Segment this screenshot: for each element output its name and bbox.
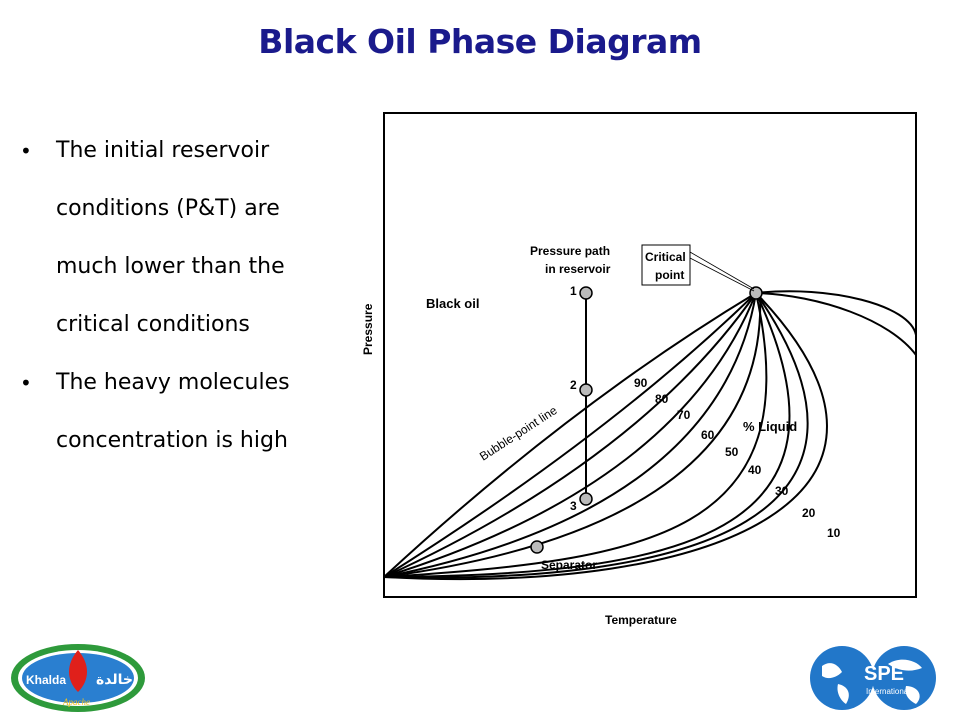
liquid-label: % Liquid (743, 419, 797, 434)
quality-line-40 (383, 292, 768, 578)
quality-curves (383, 290, 917, 581)
quality-label-70: 70 (677, 408, 691, 422)
critical-label-box (641, 244, 691, 286)
point-1-label: 1 (570, 284, 577, 298)
critical-point-marker (749, 286, 763, 300)
critical-label-line2: point (655, 268, 684, 282)
quality-line-60 (383, 292, 757, 578)
point-3-label: 3 (570, 499, 577, 513)
bubble-point-curve (383, 292, 757, 578)
quality-label-90: 90 (634, 376, 648, 390)
bullet-item: • The heavy molecules concentration is h… (18, 354, 338, 470)
bullet-dot-icon: • (20, 139, 32, 163)
quality-label-60: 60 (701, 428, 715, 442)
quality-line-50 (383, 292, 762, 578)
quality-label-10: 10 (827, 526, 841, 540)
khalda-logo: Khalda خالدة Apache (11, 644, 145, 712)
khalda-sub: Apache (62, 697, 90, 707)
khalda-text: Khalda (26, 673, 66, 687)
quality-line-80 (383, 292, 757, 578)
bullet-item: • The initial reservoir conditions (P&T)… (18, 122, 338, 354)
separator-label: Separator (541, 558, 597, 572)
quality-line-70 (383, 292, 757, 578)
spe-logo: SPE International (810, 646, 936, 710)
quality-line-20 (383, 292, 809, 579)
critical-pointer (689, 251, 755, 290)
globe-icon (872, 646, 936, 710)
globe-icon (810, 646, 874, 710)
path-label-line1: Pressure path (530, 244, 610, 258)
path-label-line2: in reservoir (545, 262, 611, 276)
point-2-marker (579, 383, 593, 397)
x-axis-label: Temperature (605, 613, 677, 627)
phase-diagram: Critical point Pressure path in reservoi… (361, 112, 917, 627)
spe-sub: International (866, 687, 910, 696)
quality-line-90 (383, 292, 757, 578)
quality-label-20: 20 (802, 506, 816, 520)
bullet-dot-icon: • (20, 371, 32, 395)
quality-label-50: 50 (725, 445, 739, 459)
point-3-marker (579, 492, 593, 506)
flame-icon (69, 650, 87, 692)
quality-line-10 (383, 292, 828, 581)
khalda-arabic: خالدة (96, 672, 133, 688)
bullet-text: The initial reservoir conditions (P&T) a… (56, 138, 285, 337)
spe-text: SPE (864, 663, 904, 685)
bullet-text: The heavy molecules concentration is hig… (56, 370, 290, 453)
point-1-marker (579, 286, 593, 300)
quality-label-30: 30 (775, 484, 789, 498)
critical-pointer (689, 257, 755, 292)
separator-marker (530, 540, 544, 554)
dew-point-curve-inner (755, 292, 917, 356)
quality-line-30 (383, 292, 791, 578)
y-axis-label: Pressure (361, 303, 375, 355)
quality-label-80: 80 (655, 392, 669, 406)
bullet-list: • The initial reservoir conditions (P&T)… (18, 122, 338, 470)
quality-label-40: 40 (748, 463, 762, 477)
dew-point-curve (755, 290, 917, 336)
point-2-label: 2 (570, 378, 577, 392)
critical-label-line1: Critical (645, 250, 686, 264)
slide-title: Black Oil Phase Diagram (258, 22, 702, 61)
plot-frame (383, 112, 917, 598)
fluid-label: Black oil (426, 296, 479, 311)
